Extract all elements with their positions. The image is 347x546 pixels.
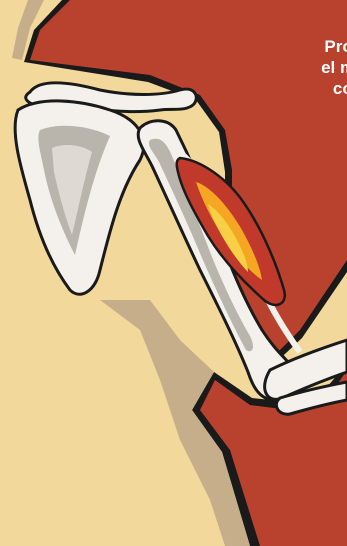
caption-line-2: el mús [268, 57, 347, 78]
caption-text: Proce el mús con [268, 36, 347, 99]
caption-line-1: Proce [268, 36, 347, 57]
caption-line-3: con [268, 78, 347, 99]
